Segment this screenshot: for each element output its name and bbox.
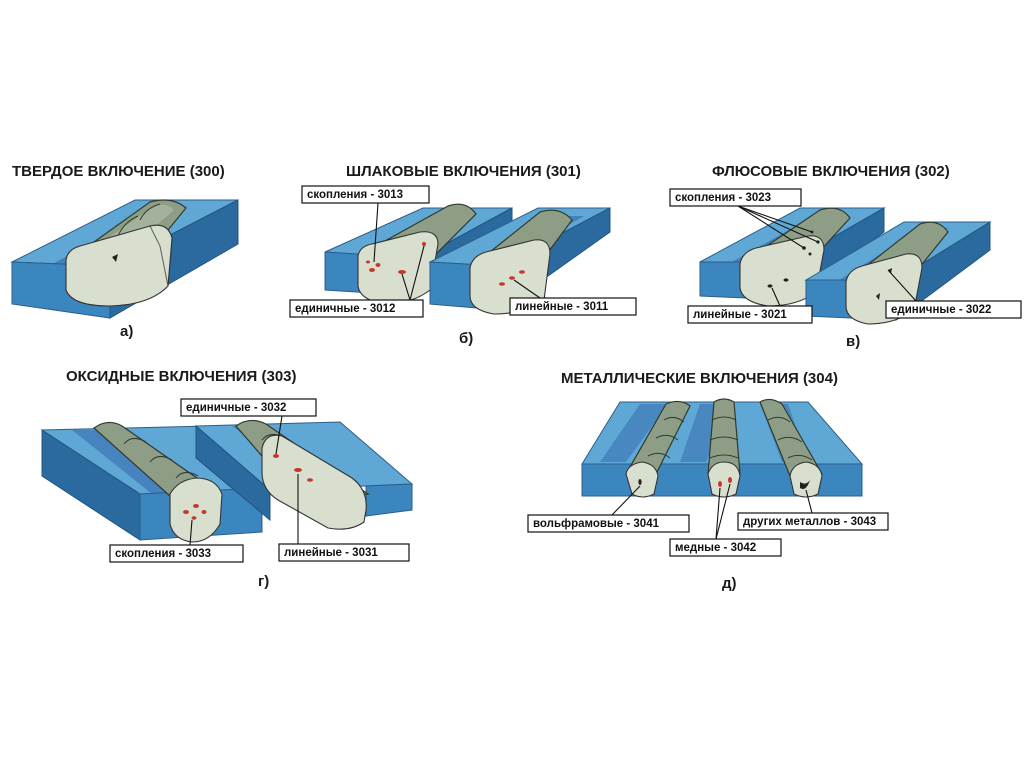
svg-text:единичные - 3032: единичные - 3032 <box>186 402 286 414</box>
svg-text:линейные - 3031: линейные - 3031 <box>284 547 378 559</box>
panel-a-caption: а) <box>120 323 133 340</box>
svg-text:линейные - 3021: линейные - 3021 <box>693 309 787 321</box>
panel-g: ОКСИДНЫЕ ВКЛЮЧЕНИЯ (303) <box>42 368 412 590</box>
panel-b-caption: б) <box>459 330 473 347</box>
panel-d-weld-middle <box>708 399 740 497</box>
svg-text:других металлов - 3043: других металлов - 3043 <box>743 516 876 528</box>
svg-text:скопления - 3023: скопления - 3023 <box>675 192 771 204</box>
svg-text:вольфрамовые - 3041: вольфрамовые - 3041 <box>533 518 660 530</box>
svg-text:медные - 3042: медные - 3042 <box>675 542 756 554</box>
panel-a: ТВЕРДОЕ ВКЛЮЧЕНИЕ (300) а) <box>12 163 238 340</box>
panel-v: ФЛЮСОВЫЕ ВКЛЮЧЕНИЯ (302) <box>670 163 1021 350</box>
panel-g-title: ОКСИДНЫЕ ВКЛЮЧЕНИЯ (303) <box>66 368 297 385</box>
panel-g-caption: г) <box>258 573 269 590</box>
panel-d-caption: д) <box>722 575 737 592</box>
svg-text:линейные - 3011: линейные - 3011 <box>515 301 609 313</box>
svg-text:единичные - 3012: единичные - 3012 <box>295 303 395 315</box>
panel-v-title: ФЛЮСОВЫЕ ВКЛЮЧЕНИЯ (302) <box>712 163 950 180</box>
panel-d: МЕТАЛЛИЧЕСКИЕ ВКЛЮЧЕНИЯ (304) <box>528 370 888 592</box>
panel-a-title: ТВЕРДОЕ ВКЛЮЧЕНИЕ (300) <box>12 163 225 180</box>
panel-b: ШЛАКОВЫЕ ВКЛЮЧЕНИЯ (301) <box>290 163 636 347</box>
svg-text:единичные - 3022: единичные - 3022 <box>891 304 991 316</box>
panel-v-caption: в) <box>846 333 860 350</box>
panel-d-title: МЕТАЛЛИЧЕСКИЕ ВКЛЮЧЕНИЯ (304) <box>561 370 838 387</box>
panel-b-title: ШЛАКОВЫЕ ВКЛЮЧЕНИЯ (301) <box>346 163 581 180</box>
svg-text:скопления - 3013: скопления - 3013 <box>307 189 403 201</box>
svg-text:скопления - 3033: скопления - 3033 <box>115 548 211 560</box>
